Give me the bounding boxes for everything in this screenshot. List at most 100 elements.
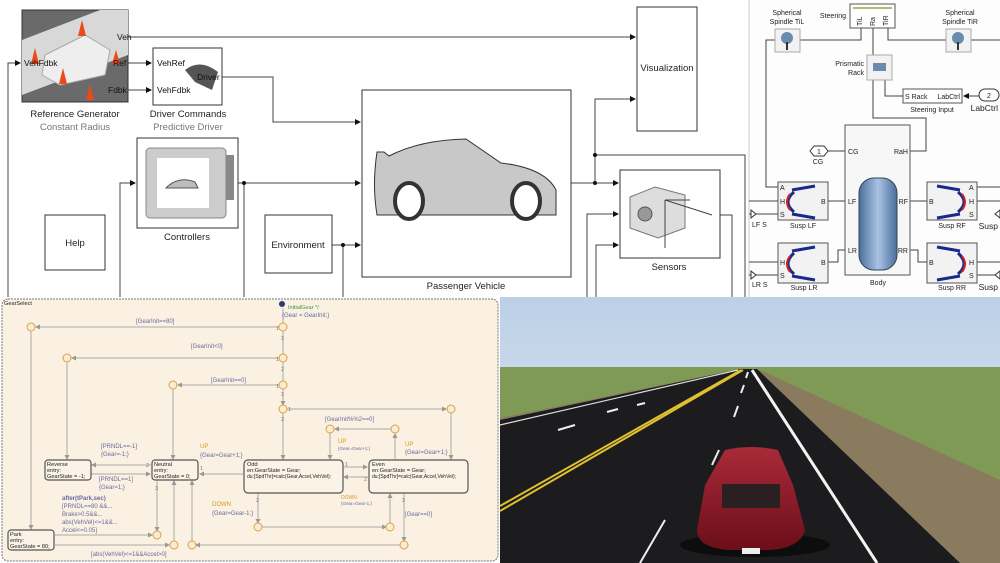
spherical-spindle-til-block[interactable] xyxy=(774,28,801,53)
reference-generator-block[interactable]: Veh VehFdbk Ref Fdbk xyxy=(21,9,132,103)
visualization-label: Visualization xyxy=(640,63,693,74)
action-gear-1: {Gear=1;} xyxy=(99,485,125,491)
help-block[interactable]: Help xyxy=(44,214,106,271)
state-action: GearState = 80; xyxy=(10,544,50,550)
3d-driving-scene xyxy=(499,297,1000,563)
state-even[interactable]: Even en:GearState = Gear; du:[SpdThr]=ca… xyxy=(368,459,469,494)
action-gear-up-even: {Gear=Gear+1;} xyxy=(405,450,448,456)
prismatic-joint-icon xyxy=(873,63,886,71)
event-up: UP xyxy=(200,444,208,450)
state-during: du:[SpdThr]=calc(Gear,Accel,VehVel); xyxy=(372,474,456,480)
body-block[interactable]: CG RaH LF RF LR RR xyxy=(844,124,911,276)
port-vehref: VehRef xyxy=(157,58,186,68)
connection-lines xyxy=(749,28,1000,276)
prismatic-rack-block[interactable] xyxy=(866,54,893,81)
port-a: A xyxy=(969,185,974,192)
transition-priority: 1 xyxy=(200,466,203,472)
cg-label: CG xyxy=(813,159,824,166)
park-guard-line-2: [PRNDL==80 &&... xyxy=(62,504,113,510)
state-entry: entry: xyxy=(10,538,24,544)
port-b: B xyxy=(821,260,826,267)
susp-lr-block[interactable]: H S B xyxy=(777,242,829,284)
port-h: H xyxy=(969,199,974,206)
transition-priority: 1 xyxy=(345,462,348,468)
port-h: H xyxy=(969,260,974,267)
state-name: Even xyxy=(372,462,385,468)
port-s-rack: S Rack xyxy=(905,94,928,101)
susp-lf-block[interactable]: A H S B xyxy=(777,181,829,221)
action-gear-up-odd: {Gear=Gear+1;} xyxy=(338,446,371,451)
passenger-vehicle-block[interactable] xyxy=(361,89,572,278)
cg-outport[interactable]: 1 xyxy=(809,145,829,157)
guard-leave-park: [abs(VehVel)<=1&&Accel>0] xyxy=(91,552,167,558)
license-plate xyxy=(742,548,760,554)
labctrl-label: LabCtrl xyxy=(971,103,999,113)
spindle-til-label-2: Spindle TiL xyxy=(770,19,805,26)
visualization-block[interactable]: Visualization xyxy=(636,6,698,132)
susp-rf-block[interactable]: A H S B xyxy=(926,181,978,221)
event-up-even: UP xyxy=(405,442,413,448)
susp-rr-block[interactable]: H S B xyxy=(926,242,978,284)
transition-priority: 2 xyxy=(256,498,259,504)
port-driver: Driver xyxy=(197,72,220,82)
sensors-block[interactable] xyxy=(619,169,721,259)
state-name: Park xyxy=(10,532,22,538)
guard-gearinit-0: [GearInit==0] xyxy=(211,378,246,384)
outport-number: 1 xyxy=(817,149,821,156)
default-transition-dot xyxy=(279,301,285,307)
susp-rr-label: Susp RR xyxy=(938,285,966,292)
state-name: Odd xyxy=(247,462,258,468)
steering-block[interactable]: TiL Ra TiR xyxy=(849,3,896,29)
state-odd[interactable]: Odd en:GearState = Gear; du:[SpdThr]=cal… xyxy=(243,459,344,494)
transition-priority: 1 xyxy=(276,384,279,390)
guard-gearinit-80: [GearInit==80] xyxy=(136,319,175,325)
action-gear-down: {Gear=Gear-1;} xyxy=(212,511,253,517)
transition-priority: 1 xyxy=(276,357,279,363)
inport-number: 2 xyxy=(987,93,991,100)
goto-tag-lf-s: LF S xyxy=(752,222,767,229)
guard-prndl-m1: [PRNDL==-1] xyxy=(101,444,137,450)
port-vehfdbk: VehFdbk xyxy=(24,58,58,68)
steering-input-block[interactable]: S Rack LabCtrl xyxy=(902,88,963,104)
spindle-tir-label-2: Spindle TiR xyxy=(942,19,978,26)
vehicle-model-diagram: Veh VehFdbk Ref Fdbk Reference Generator… xyxy=(0,0,748,297)
state-entry: en:GearState = Gear; xyxy=(247,468,301,474)
junctions xyxy=(26,301,456,550)
chart-name: GearSelect xyxy=(4,301,32,307)
state-neutral[interactable]: Neutral entry: GearState = 0; xyxy=(151,459,199,481)
passenger-vehicle-label: Passenger Vehicle xyxy=(427,281,506,292)
port-cg: CG xyxy=(848,149,859,156)
port-b: B xyxy=(929,199,934,206)
state-park[interactable]: Park entry: GearState = 80; xyxy=(7,529,55,551)
port-til: TiL xyxy=(857,16,864,26)
priority-labels: 1 2 1 2 1 2 1 2 2 1 3 1 2 2 3 xyxy=(146,326,405,504)
state-reverse[interactable]: Reverse entry: GearState = -1; xyxy=(44,459,92,481)
driver-commands-label: Driver Commands xyxy=(150,109,227,120)
signal-lines xyxy=(7,34,746,297)
susp-lr-label: Susp LR xyxy=(791,285,818,292)
spherical-joint-icon xyxy=(952,32,964,44)
port-s: S xyxy=(780,212,785,219)
labctrl-inport[interactable]: 2 xyxy=(978,88,1000,102)
port-b: B xyxy=(929,260,934,267)
spherical-spindle-tir-block[interactable] xyxy=(945,28,972,53)
port-h: H xyxy=(780,260,785,267)
controllers-label: Controllers xyxy=(164,232,210,243)
controllers-block[interactable] xyxy=(136,137,239,229)
action-gear-m1: {Gear=-1;} xyxy=(101,452,129,458)
transition-priority: 2 xyxy=(364,477,367,483)
port-lr: LR xyxy=(848,248,857,255)
transition-priority: 2 xyxy=(281,392,284,398)
driver-commands-block[interactable]: VehRef VehFdbk Driver xyxy=(152,47,223,106)
transition-priority: 2 xyxy=(281,367,284,373)
port-ref: Ref xyxy=(113,58,127,68)
transition-priority: 1 xyxy=(276,326,279,332)
port-fdbk: Fdbk xyxy=(108,85,128,95)
guard-gearinit-lt0: [GearInit<0] xyxy=(191,344,223,350)
guard-gear-0: [Gear==0] xyxy=(405,512,432,518)
lane-edge-right xyxy=(750,369,879,563)
suspension-model-diagram: Spherical Spindle TiL Spherical Spindle … xyxy=(748,0,1000,297)
help-label: Help xyxy=(65,238,85,249)
event-down: DOWN xyxy=(212,502,231,508)
environment-block[interactable]: Environment xyxy=(264,214,333,274)
